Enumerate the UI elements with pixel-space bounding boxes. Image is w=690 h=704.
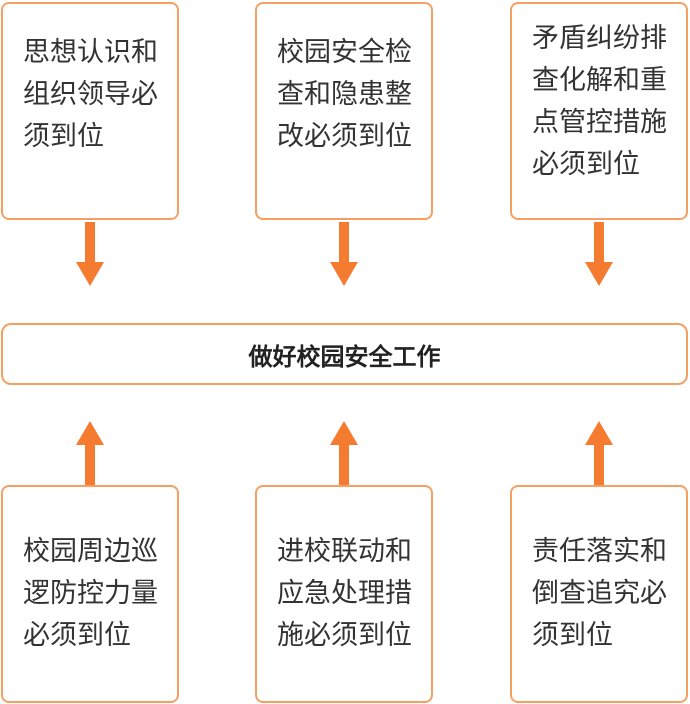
up-arrow-1 — [76, 421, 104, 485]
top-box-dispute-control: 矛盾纠纷排查化解和重点管控措施必须到位 — [510, 2, 688, 220]
up-arrow-3 — [585, 421, 613, 485]
down-arrow-1 — [76, 222, 104, 286]
top-box-leadership: 思想认识和组织领导必须到位 — [1, 2, 179, 220]
down-arrow-3 — [585, 222, 613, 286]
bottom-box-patrol: 校园周边巡逻防控力量必须到位 — [1, 485, 179, 703]
top-box-inspection: 校园安全检查和隐患整改必须到位 — [255, 2, 433, 220]
up-arrow-2 — [330, 421, 358, 485]
bottom-box-accountability: 责任落实和倒查追究必须到位 — [510, 485, 688, 703]
center-goal: 做好校园安全工作 — [1, 323, 688, 385]
down-arrow-2 — [330, 222, 358, 286]
bottom-box-emergency: 进校联动和应急处理措施必须到位 — [255, 485, 433, 703]
